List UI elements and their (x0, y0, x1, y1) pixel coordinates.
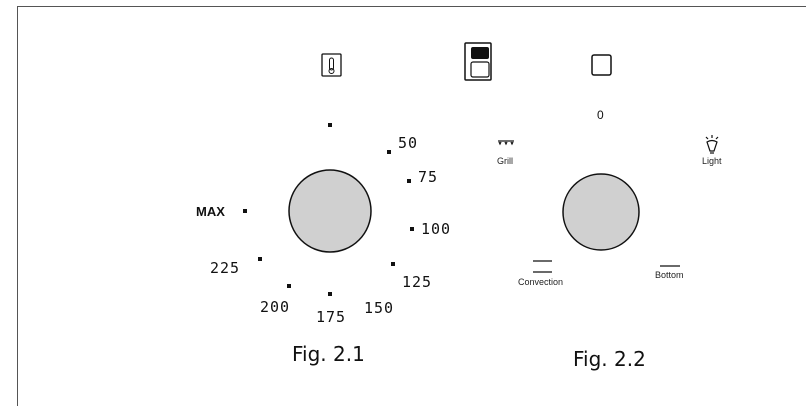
selector-zero-label: 0 (597, 108, 604, 122)
thermometer-icon (321, 53, 342, 77)
dial-dot-225 (258, 257, 262, 261)
figure-caption-2-1: Fig. 2.1 (292, 342, 365, 366)
thermostat-dots (243, 123, 414, 296)
temp-label-125: 125 (402, 273, 432, 291)
dial-dot-175 (328, 292, 332, 296)
light-label: Light (702, 156, 722, 166)
dial-dot-50 (387, 150, 391, 154)
temp-label-200: 200 (260, 298, 290, 316)
dial-dot-75 (407, 179, 411, 183)
grill-icon (498, 140, 514, 146)
thermostat-knob[interactable] (288, 169, 372, 253)
temp-label-100: 100 (421, 220, 451, 238)
temp-label-150: 150 (364, 299, 394, 317)
dial-dot-200 (287, 284, 291, 288)
bottom-label: Bottom (655, 270, 684, 280)
light-bulb-icon (705, 135, 719, 154)
dial-dot-125 (391, 262, 395, 266)
selector-square-icon (591, 54, 612, 76)
temp-label-75: 75 (418, 168, 438, 186)
convection-icon (533, 260, 552, 273)
dial-dot-100 (410, 227, 414, 231)
selector-knob[interactable] (562, 173, 640, 251)
convection-label: Convection (518, 277, 563, 287)
grill-label: Grill (497, 156, 513, 166)
temp-label-50: 50 (398, 134, 418, 152)
oven-light-indicator-icon (464, 42, 492, 81)
temp-label-225: 225 (210, 259, 240, 277)
temp-label-175: 175 (316, 308, 346, 326)
max-label: MAX (196, 204, 225, 219)
dial-dot-top (328, 123, 332, 127)
control-panel-border (17, 6, 806, 406)
dial-dot-max (243, 209, 247, 213)
oven-control-diagram: 50 75 100 125 150 175 200 225 MAX 0 Gril… (196, 42, 722, 371)
figure-caption-2-2: Fig. 2.2 (573, 347, 646, 371)
